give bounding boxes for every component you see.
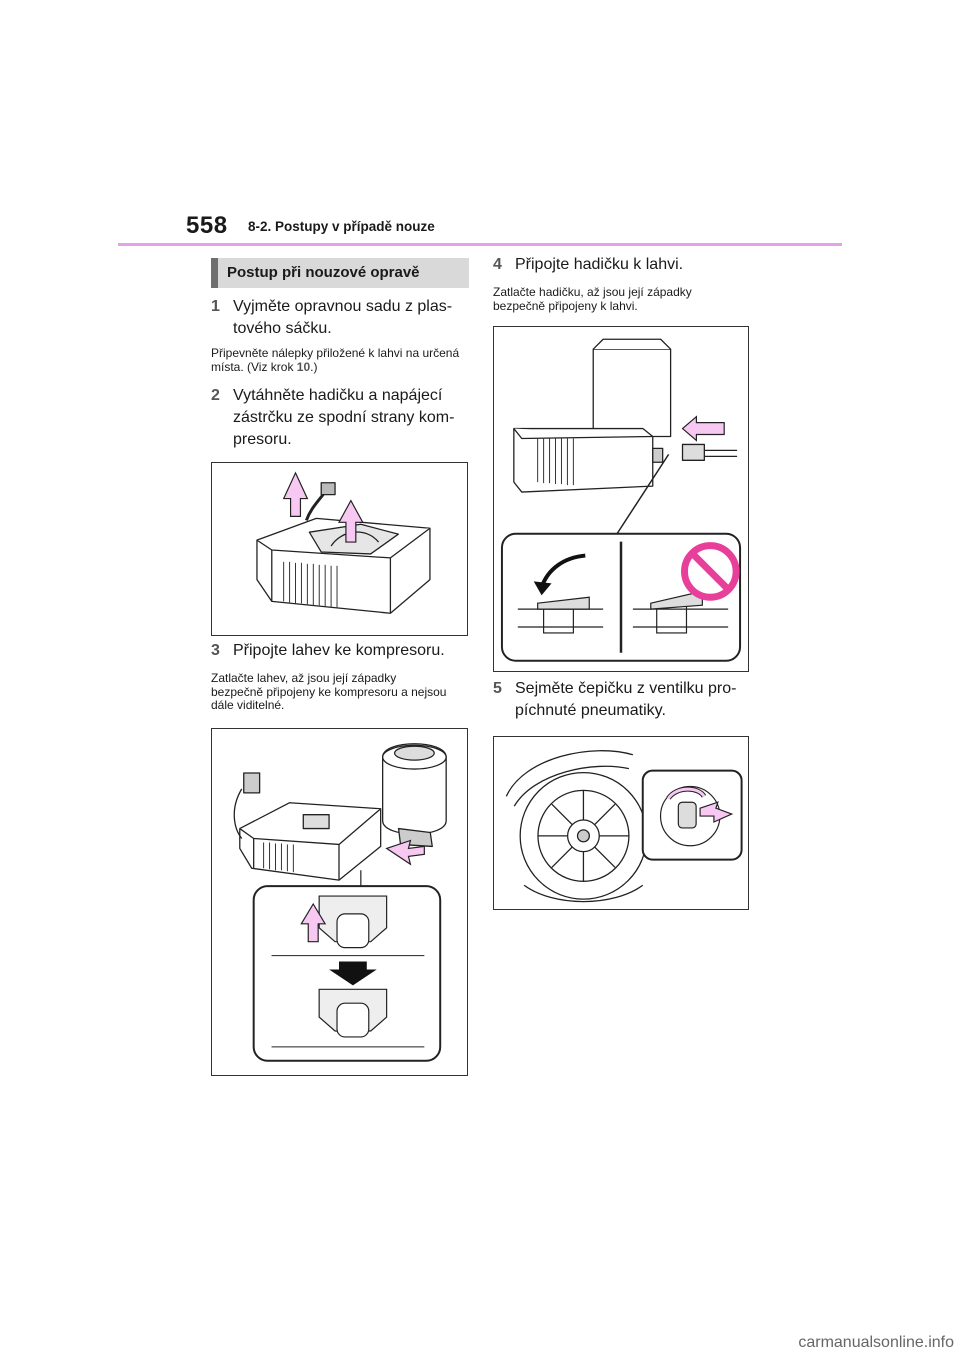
step-text: Vyjměte opravnou sadu z plas-tového sáčk… <box>233 298 453 337</box>
step-3: 3 Připojte lahev ke kompresoru. <box>211 640 473 662</box>
section-title: 8-2. Postupy v případě nouze <box>248 219 435 234</box>
step-1: 1 Vyjměte opravnou sadu z plas-tového sá… <box>211 296 473 340</box>
step-5: 5 Sejměte čepičku z ventilku pro-píchnut… <box>493 678 755 722</box>
step-text: Vytáhněte hadičku a napájecí zástrčku ze… <box>233 387 455 448</box>
step-text: Připojte hadičku k lahvi. <box>515 256 684 273</box>
step-number: 5 <box>493 680 502 697</box>
step-number: 2 <box>211 387 220 404</box>
note-step-1: Připevněte nálepky přiložené k lahvi na … <box>211 346 473 374</box>
step-4: 4 Připojte hadičku k lahvi. <box>493 254 755 276</box>
header-rule <box>118 243 842 246</box>
figure-bottle-compressor <box>211 728 468 1076</box>
watermark: carmanualsonline.info <box>798 1334 954 1351</box>
note-step-4: Zatlačte hadičku, až jsou její západky b… <box>493 285 692 313</box>
step-number: 1 <box>211 298 220 315</box>
step-number: 3 <box>211 642 220 659</box>
figure-compressor-hose <box>211 462 468 636</box>
note-text: Připevněte nálepky přiložené k lahvi na … <box>211 346 460 374</box>
note-step-3: Zatlačte lahev, až jsou její západky bez… <box>211 671 447 712</box>
figure-valve-cap <box>493 736 749 910</box>
note-text-end: .) <box>310 359 318 374</box>
page-number: 558 <box>186 212 228 239</box>
figure-hose-bottle <box>493 326 749 672</box>
step-number: 4 <box>493 256 502 273</box>
step-text: Sejměte čepičku z ventilku pro-píchnuté … <box>515 680 737 719</box>
step-2: 2 Vytáhněte hadičku a napájecí zástrčku … <box>211 385 473 451</box>
section-heading: Postup při nouzové opravě <box>211 258 469 288</box>
note-step-ref: 10 <box>296 359 311 374</box>
step-text: Připojte lahev ke kompresoru. <box>233 642 445 659</box>
